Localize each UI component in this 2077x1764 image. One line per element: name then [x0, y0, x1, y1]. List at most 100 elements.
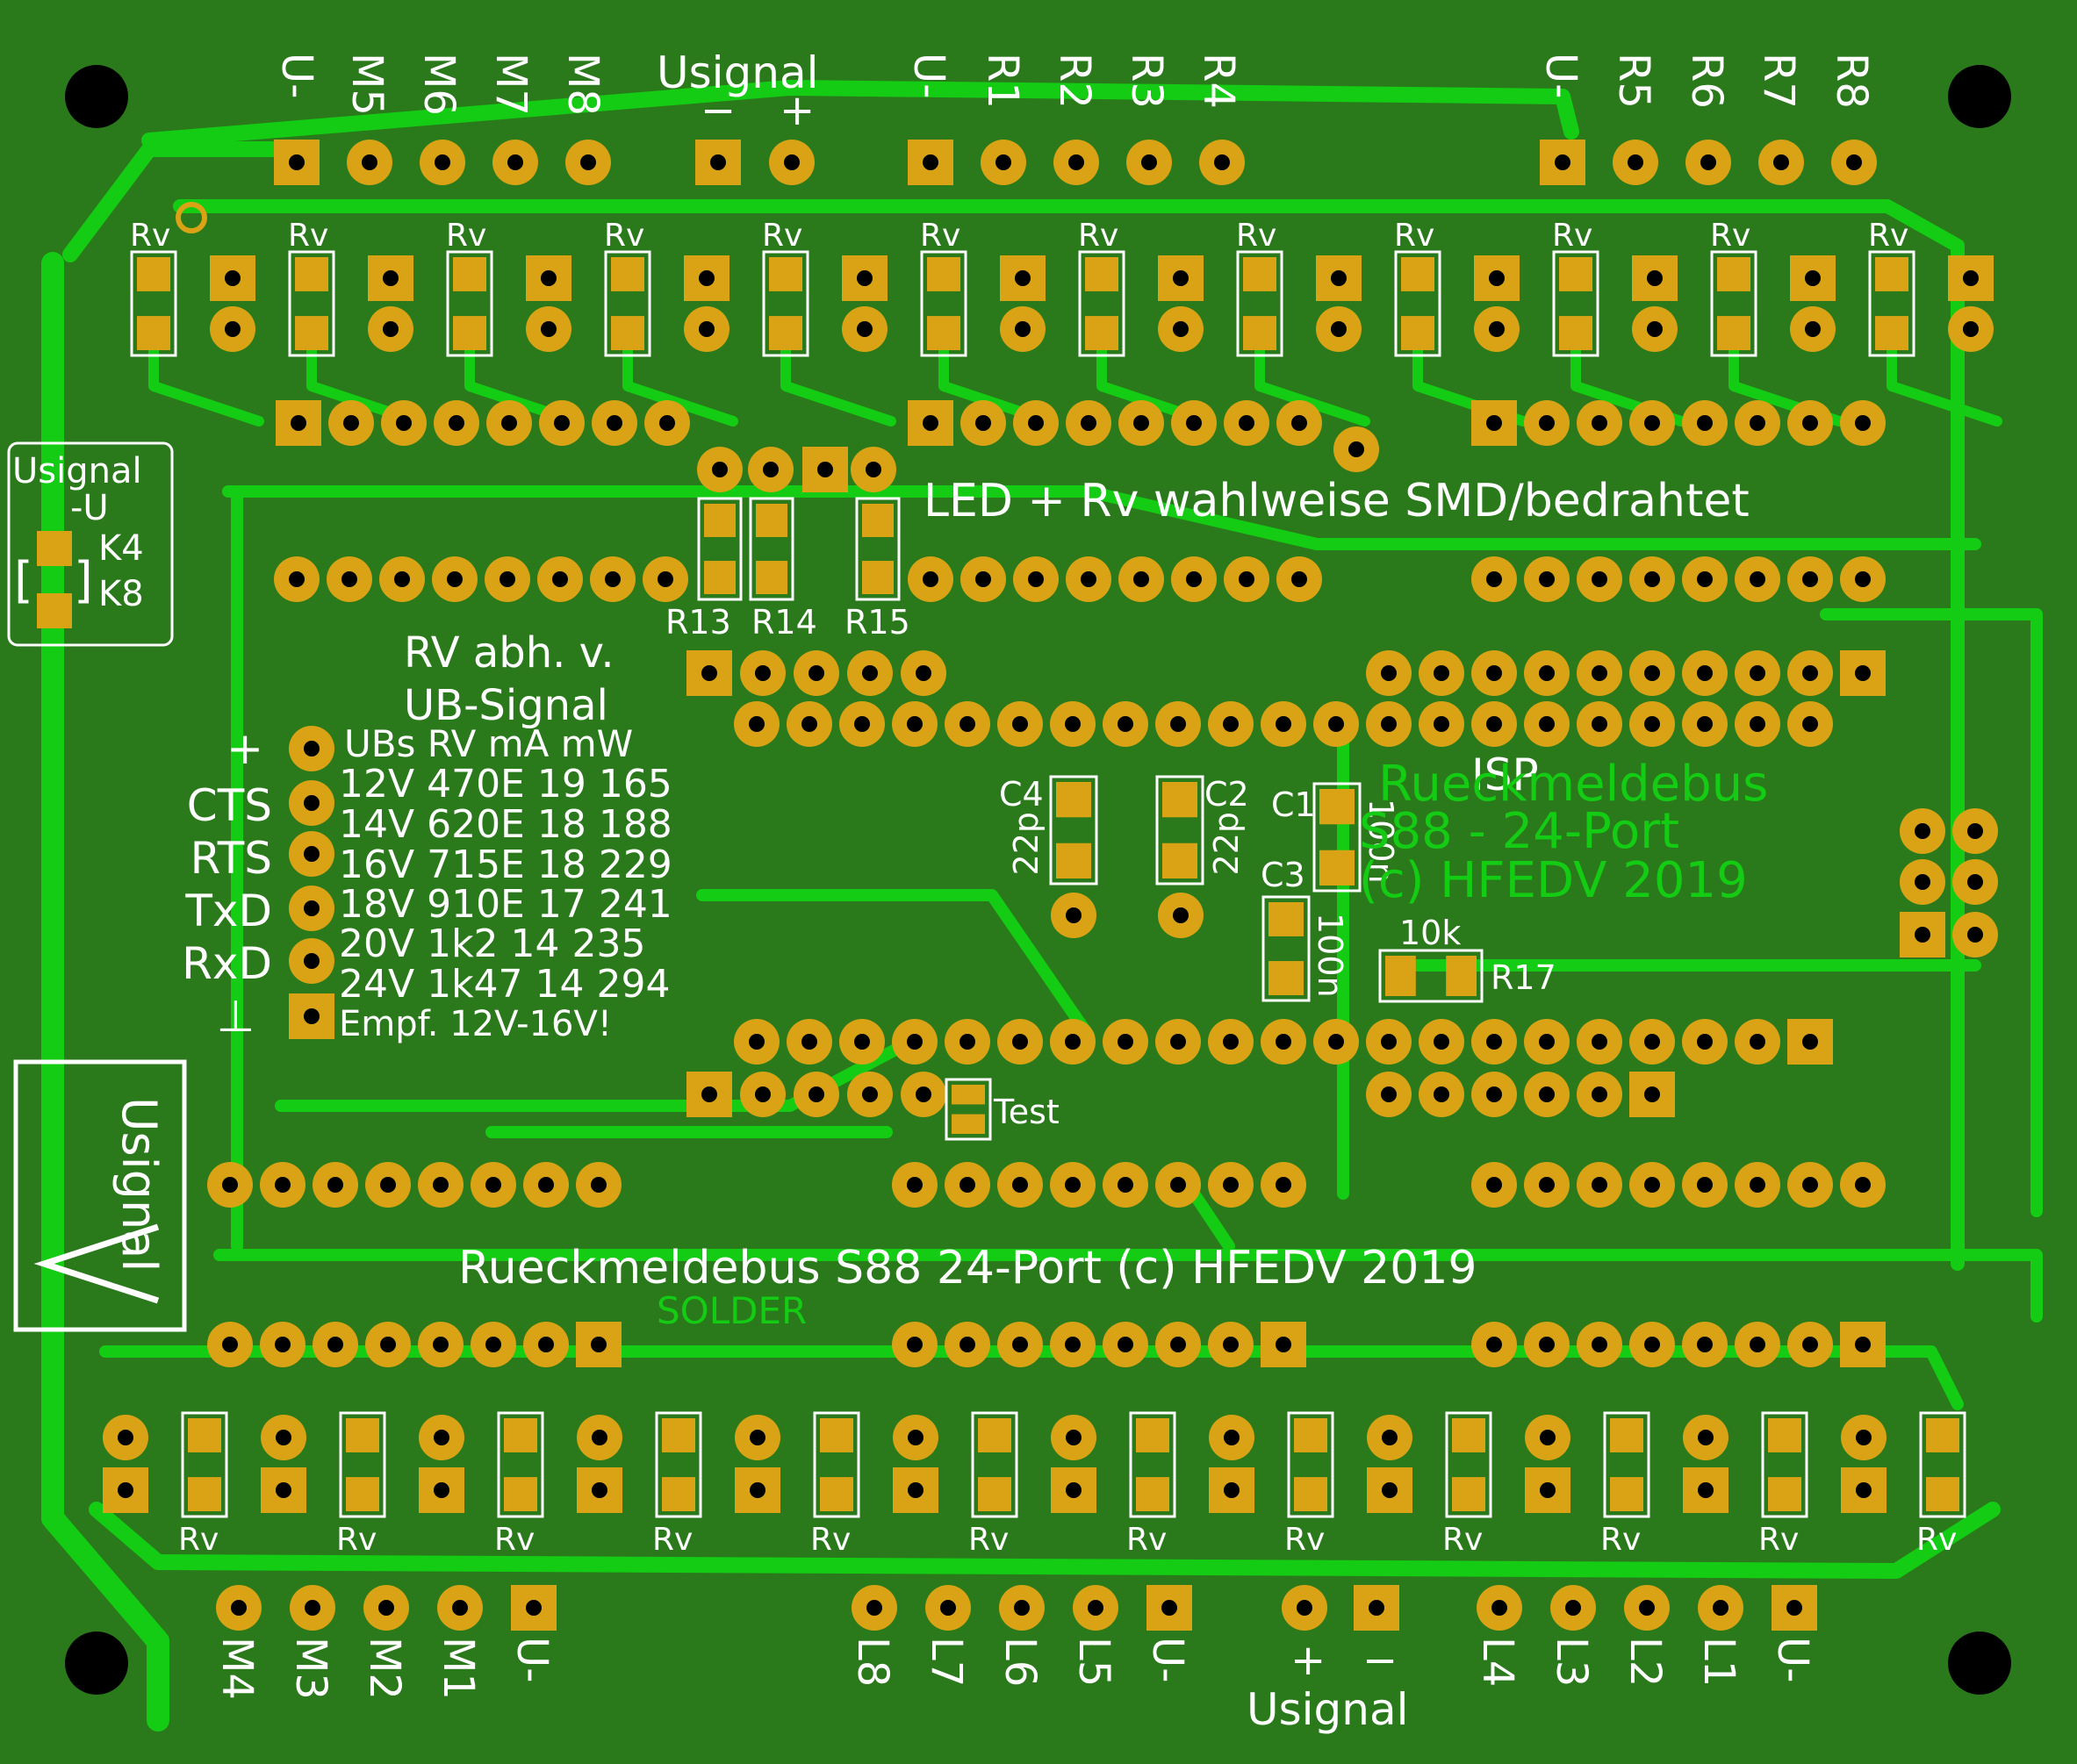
rv-bottom-pad[interactable] [346, 1477, 379, 1511]
rv-bottom-pad[interactable] [1610, 1477, 1643, 1511]
rv-top-outline [1710, 250, 1757, 357]
r14-pad[interactable] [756, 561, 787, 594]
r17-pad[interactable] [1385, 956, 1416, 996]
c3-pad[interactable] [1268, 961, 1304, 995]
rv-bottom-pad[interactable] [1294, 1418, 1327, 1452]
label-u-minus: U- [272, 53, 321, 98]
test-point-pad[interactable] [952, 1114, 985, 1134]
rv-top-pad[interactable] [1559, 257, 1592, 291]
label-r1: R1 [978, 53, 1027, 109]
rv-top-pad[interactable] [1401, 257, 1434, 291]
rv-bottom-pad[interactable] [1926, 1418, 1959, 1452]
drill-hole [923, 415, 938, 431]
rv-bottom-pad[interactable] [662, 1418, 695, 1452]
rv-bottom-pad[interactable] [978, 1418, 1011, 1452]
rv-label: Rv [1552, 218, 1592, 254]
rv-top-outline [1078, 250, 1125, 357]
rv-top-pad[interactable] [611, 257, 644, 291]
rv-bottom-pad[interactable] [1926, 1477, 1959, 1511]
rv-bottom-pad[interactable] [1768, 1418, 1801, 1452]
rv-bottom-pad[interactable] [504, 1418, 537, 1452]
rv-top-pad[interactable] [1085, 316, 1118, 350]
r13-pad[interactable] [704, 561, 736, 594]
rv-top-pad[interactable] [1243, 316, 1276, 350]
rv-bottom-pad[interactable] [662, 1477, 695, 1511]
rv-bottom-pad[interactable] [1136, 1477, 1169, 1511]
rv-bottom-pad[interactable] [1294, 1477, 1327, 1511]
rv-label: Rv [810, 1522, 851, 1558]
drill-hole [1628, 154, 1643, 170]
rv-bottom-pad[interactable] [820, 1418, 853, 1452]
jumper-pad-k8[interactable] [37, 593, 72, 628]
drill-hole [1644, 571, 1660, 587]
rv-top-pad[interactable] [453, 257, 486, 291]
rv-bottom-pad[interactable] [504, 1477, 537, 1511]
c3-pad[interactable] [1268, 902, 1304, 936]
rv-top-pad[interactable] [295, 257, 328, 291]
drill-hole [499, 571, 515, 587]
test-point-pad[interactable] [952, 1085, 985, 1105]
drill-hole [907, 1034, 923, 1050]
c4-pad[interactable] [1056, 782, 1091, 818]
drill-hole [507, 154, 523, 170]
label-r7: R7 [1754, 53, 1803, 109]
rv-bottom-pad[interactable] [1610, 1418, 1643, 1452]
rv-top-pad[interactable] [1243, 257, 1276, 291]
rv-top-outline [1868, 250, 1915, 357]
label-l7: L7 [922, 1637, 971, 1687]
rv-bottom-pad[interactable] [1768, 1477, 1801, 1511]
label-test: Test [993, 1093, 1060, 1131]
r15-pad[interactable] [862, 561, 894, 594]
rv-bottom-pad[interactable] [346, 1418, 379, 1452]
r17-pad[interactable] [1446, 956, 1477, 996]
rv-top-pad[interactable] [769, 257, 802, 291]
rv-top-pad[interactable] [927, 316, 960, 350]
rv-top-pad[interactable] [1401, 316, 1434, 350]
drill-hole [801, 716, 817, 732]
rv-top-pad[interactable] [137, 316, 170, 350]
jumper-pad-k4[interactable] [37, 531, 72, 566]
rv-top-pad[interactable] [1717, 257, 1750, 291]
r15-pad[interactable] [862, 504, 894, 537]
rv-bottom-pad[interactable] [188, 1418, 221, 1452]
rv-bottom-pad[interactable] [1136, 1418, 1169, 1452]
drill-hole [1382, 1482, 1398, 1498]
c4-pad[interactable] [1056, 843, 1091, 878]
drill-hole [1915, 823, 1930, 839]
r13-pad[interactable] [704, 504, 736, 537]
rv-top-pad[interactable] [927, 257, 960, 291]
drill-hole [1750, 716, 1765, 732]
drill-hole [434, 1430, 449, 1445]
c1-pad[interactable] [1319, 850, 1355, 886]
c2-pad[interactable] [1162, 843, 1197, 878]
c1-pad[interactable] [1319, 789, 1355, 825]
drill-hole [1291, 571, 1307, 587]
drill-hole [1700, 154, 1716, 170]
drill-hole [1224, 1430, 1240, 1445]
rv-bottom-pad[interactable] [1452, 1418, 1485, 1452]
rv-top-pad[interactable] [1875, 316, 1908, 350]
rv-top-pad[interactable] [1717, 316, 1750, 350]
rv-top-pad[interactable] [1085, 257, 1118, 291]
rv-top-pad[interactable] [1875, 257, 1908, 291]
r15-outline [855, 497, 901, 601]
drill-hole [1698, 1430, 1714, 1445]
rv-top-pad[interactable] [453, 316, 486, 350]
rv-top-pad[interactable] [1559, 316, 1592, 350]
drill-hole [1539, 665, 1555, 681]
c2-pad[interactable] [1162, 782, 1197, 818]
serial-label-plus: + [226, 723, 263, 774]
rv-bottom-pad[interactable] [1452, 1477, 1485, 1511]
rv-bottom-pad[interactable] [978, 1477, 1011, 1511]
rv-bottom-pad[interactable] [188, 1477, 221, 1511]
drill-hole [1856, 1482, 1872, 1498]
rv-top-pad[interactable] [295, 316, 328, 350]
copper-trace [1188, 1187, 1235, 1252]
rv-top-pad[interactable] [137, 257, 170, 291]
rv-bottom-pad[interactable] [820, 1477, 853, 1511]
rv-top-pad[interactable] [611, 316, 644, 350]
r14-pad[interactable] [756, 504, 787, 537]
drill-hole [1276, 1177, 1291, 1193]
rv-top-pad[interactable] [769, 316, 802, 350]
component-labels: R13 R14 R15 C4 22p C2 22p C1 100n C3 100… [665, 603, 1556, 1131]
